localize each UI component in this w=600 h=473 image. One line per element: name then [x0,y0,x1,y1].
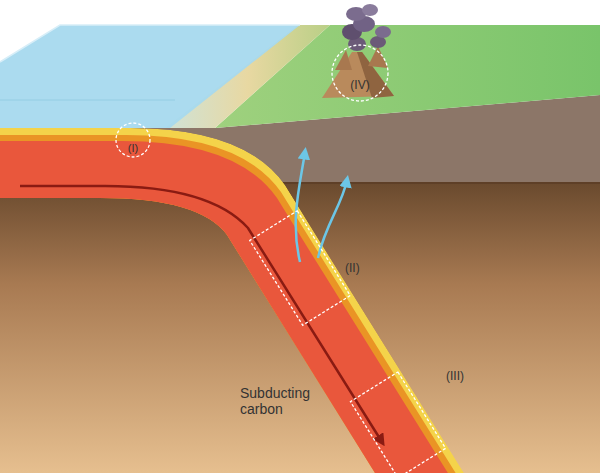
ocean-face [0,100,175,101]
ocean [0,25,300,128]
volcano [322,4,394,98]
volcano-cone [368,46,388,68]
smoke [375,26,391,38]
highlight-box [350,372,445,473]
callout-number: (IV) [350,79,369,93]
callout-number: (I) [128,142,138,155]
ocean-edge [0,25,300,62]
smoke [362,4,378,16]
callout-number: (II) [345,262,360,276]
subduction-arrow [20,186,382,442]
highlight-circle [332,45,388,101]
fluid-arrow [318,180,347,258]
fluid-arrow [296,152,305,262]
volcano-cone [335,50,352,70]
slab-mantle [0,141,456,473]
highlight-box [250,211,350,325]
callout-number: (III) [446,370,464,384]
subducting-slab [0,128,464,473]
process-label: Subducting carbon [240,385,320,417]
highlight-circle [116,123,150,157]
